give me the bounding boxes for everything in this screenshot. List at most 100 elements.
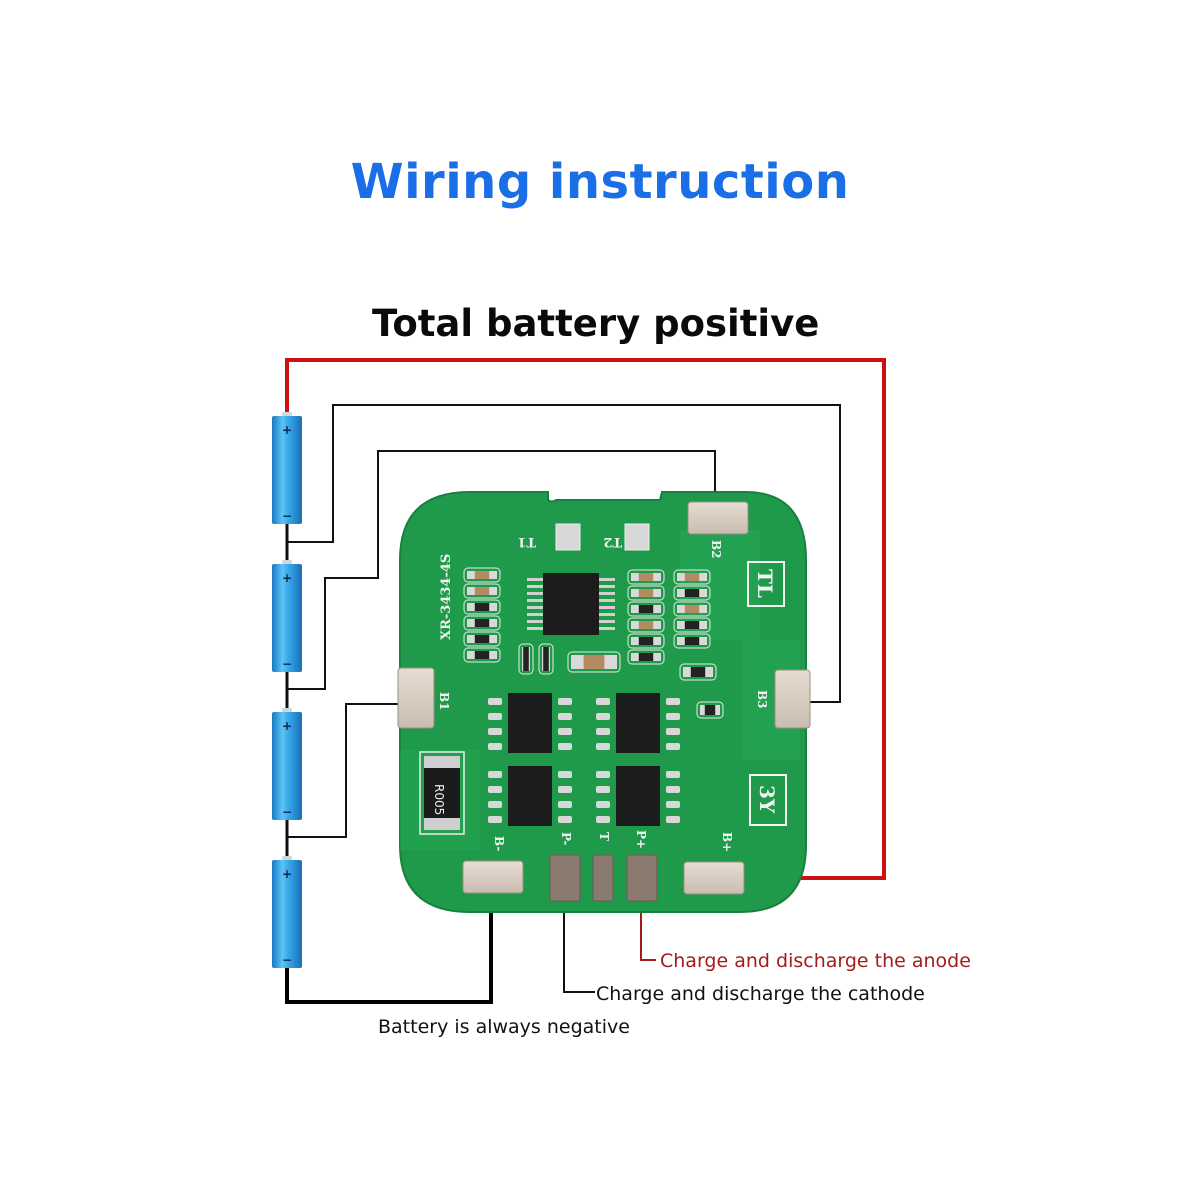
- smd-part: [463, 583, 501, 599]
- mosfet-pin: [666, 801, 680, 808]
- smd-body: [543, 647, 549, 671]
- tl-marking-box: [747, 561, 785, 607]
- smd-outline: [673, 585, 711, 601]
- mosfet-pin: [558, 743, 572, 750]
- mosfet-body: [616, 693, 660, 753]
- battery-cell: +−: [272, 560, 302, 672]
- shunt-resistor: [424, 768, 460, 818]
- mosfet-pin: [666, 728, 680, 735]
- plus-icon: +: [282, 423, 292, 437]
- ic-pin: [527, 627, 543, 630]
- mosfet-pin: [558, 713, 572, 720]
- ic-pin: [527, 578, 543, 581]
- smd-outline: [518, 643, 534, 675]
- mosfets: [488, 693, 680, 826]
- ic-pin: [599, 578, 615, 581]
- mosfet-pin: [488, 713, 502, 720]
- pcb-trace: [680, 530, 800, 760]
- mosfet-pin: [488, 816, 502, 823]
- smd-outline: [673, 633, 711, 649]
- smd-part: [673, 585, 711, 601]
- label-b3: B3: [755, 690, 769, 709]
- wires: [285, 358, 886, 1004]
- smd-body: [704, 705, 716, 715]
- mosfet-body: [508, 766, 552, 826]
- pad-b-plus: [683, 861, 745, 895]
- smd-part: [673, 617, 711, 633]
- smd-outline: [627, 569, 665, 585]
- protection-board: T1 T2 B2 B3 B1 B- P- T P+ B+ XR-3434-4S …: [397, 491, 811, 913]
- ic-pins: [527, 578, 615, 630]
- battery-body: [272, 860, 302, 968]
- ic-pin: [527, 592, 543, 595]
- smd-outline: [627, 617, 665, 633]
- smd-part: [627, 585, 665, 601]
- minus-icon: −: [282, 509, 292, 523]
- smd-body: [690, 667, 706, 677]
- mosfet-pin: [596, 786, 610, 793]
- smd-part: [538, 643, 554, 675]
- smd-outline: [463, 647, 501, 663]
- pad-b-minus: [462, 860, 524, 894]
- smd-part: [463, 631, 501, 647]
- b2-wire: [287, 450, 716, 690]
- smd-body: [684, 637, 700, 645]
- mosfet-pin: [666, 816, 680, 823]
- smd-outline: [463, 631, 501, 647]
- smd-body: [474, 651, 490, 659]
- positive-wire: [285, 358, 886, 880]
- smd-body: [638, 573, 654, 581]
- mosfet-pin: [488, 698, 502, 705]
- mosfet-pin: [666, 743, 680, 750]
- mosfet-pin: [488, 743, 502, 750]
- ic-pin: [599, 585, 615, 588]
- smd-body: [638, 589, 654, 597]
- label-b-minus: B-: [492, 836, 506, 851]
- negative-wire: [285, 893, 493, 1004]
- battery-stack: +−+−+−+−: [272, 412, 302, 968]
- minus-icon: −: [282, 953, 292, 967]
- battery-cell: +−: [272, 856, 302, 968]
- smd-outline: [463, 567, 501, 583]
- shunt-resistor-frame: [419, 751, 465, 835]
- smd-body: [684, 573, 700, 581]
- smd-part: [627, 601, 665, 617]
- smd-body: [583, 655, 605, 669]
- ic-pin: [527, 620, 543, 623]
- mosfet-pin: [666, 771, 680, 778]
- smd-outline: [538, 643, 554, 675]
- mosfet-pin: [488, 801, 502, 808]
- ic-pin: [599, 599, 615, 602]
- mosfet-pin: [596, 698, 610, 705]
- smd-part: [673, 569, 711, 585]
- label-t2: T2: [603, 534, 622, 549]
- pad-p-plus: [626, 854, 658, 902]
- ic-pin: [527, 599, 543, 602]
- smd-body: [523, 647, 529, 671]
- shunt-resistor-cap: [424, 816, 460, 830]
- 3y-marking: 3Y: [755, 785, 779, 814]
- smd-outline: [627, 601, 665, 617]
- total-battery-positive-label: Total battery positive: [372, 302, 820, 345]
- battery-terminal: [282, 412, 292, 417]
- smd-part: [673, 601, 711, 617]
- smd-outline: [567, 651, 621, 673]
- mosfet-pin: [558, 698, 572, 705]
- smd-outline: [673, 601, 711, 617]
- smd-part: [567, 651, 621, 673]
- smd-body: [684, 589, 700, 597]
- label-t: T: [597, 832, 611, 841]
- pad-p-minus: [549, 854, 581, 902]
- smd-part: [463, 647, 501, 663]
- page-title: Wiring instruction: [350, 154, 850, 210]
- smd-body: [684, 605, 700, 613]
- smd-part: [518, 643, 534, 675]
- smd-body: [684, 621, 700, 629]
- pad-b1: [397, 667, 435, 729]
- b1-wire: [287, 703, 417, 838]
- smd-body: [474, 571, 490, 579]
- smd-part: [463, 599, 501, 615]
- battery-negative-label: Battery is always negative: [378, 1016, 630, 1038]
- battery-terminal: [282, 856, 292, 861]
